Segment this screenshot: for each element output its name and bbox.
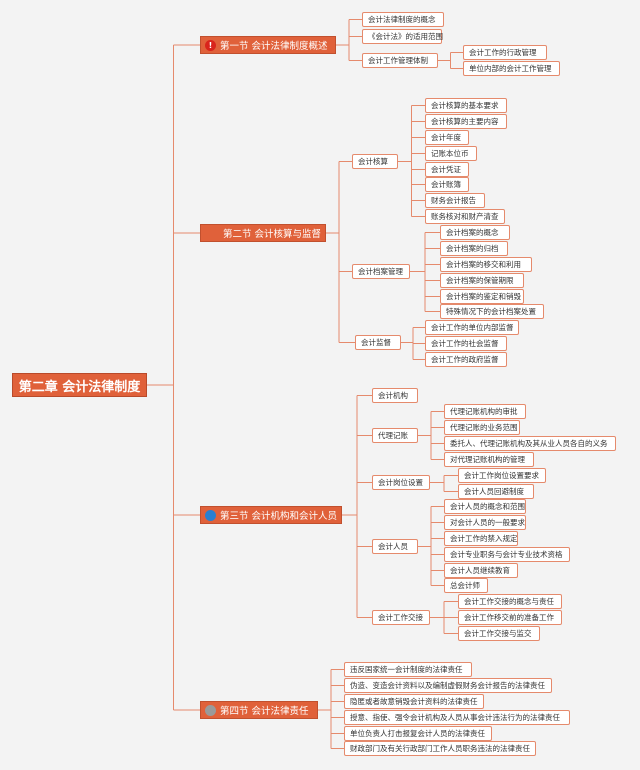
s3-g3-item-1[interactable]: 对会计人员的一般要求 [444,515,526,530]
s3-g2-item-1[interactable]: 会计人员回避制度 [458,484,534,499]
s2-g3-item-1[interactable]: 会计工作的社会监督 [425,336,507,351]
s4-item-1[interactable]: 伪造、变造会计资料以及编制虚假财务会计报告的法律责任 [344,678,552,693]
s2-g3-item-2[interactable]: 会计工作的政府监督 [425,352,507,367]
section3-title: 第三节 会计机构和会计人员 [220,511,338,522]
root-node[interactable]: 第二章 会计法律制度 [12,373,147,397]
s3-group-handover[interactable]: 会计工作交接 [372,610,430,625]
s4-item-2[interactable]: 隐匿或者故意销毁会计资料的法律责任 [344,694,484,709]
s3-group-agency[interactable]: 会计机构 [372,388,418,403]
s2-g2-item-1[interactable]: 会计档案的归档 [440,241,508,256]
s1-item-1[interactable]: 《会计法》的适用范围 [362,29,443,44]
s2-g1-item-1[interactable]: 会计核算的主要内容 [425,114,507,129]
connector-root-node [147,44,200,711]
s2-g2-item-5[interactable]: 特殊情况下的会计档案处置 [440,304,544,319]
s2-g1-item-4[interactable]: 会计凭证 [425,162,469,177]
s3-group-bookkeeping[interactable]: 代理记账 [372,428,418,443]
globe-icon [205,509,216,521]
s2-g1-item-0[interactable]: 会计核算的基本要求 [425,98,507,113]
exclamation-icon: ! [205,39,216,51]
s2-g1-item-2[interactable]: 会计年度 [425,130,469,145]
section2-node[interactable]: 第二节 会计核算与监督 [200,224,326,242]
section1-node[interactable]: ! 第一节 会计法律制度概述 [200,36,336,54]
s3-g3-item-0[interactable]: 会计人员的概念和范围 [444,499,526,514]
section4-node[interactable]: 第四节 会计法律责任 [200,701,318,719]
connector-s2-group-archives [410,232,440,312]
s2-g2-item-4[interactable]: 会计档案的鉴定和销毁 [440,289,524,304]
s2-g3-item-0[interactable]: 会计工作的单位内部监督 [425,320,519,335]
s2-group-accounting[interactable]: 会计核算 [352,154,398,169]
s3-g2-item-0[interactable]: 会计工作岗位设置要求 [458,468,546,483]
s2-group-supervision[interactable]: 会计监督 [355,335,401,350]
s3-g4-item-0[interactable]: 会计工作交接的概念与责任 [458,594,562,609]
s3-g1-item-2[interactable]: 委托人、代理记账机构及其从业人员各自的义务 [444,436,616,451]
s2-group-archives[interactable]: 会计档案管理 [352,264,410,279]
root-label: 第二章 会计法律制度 [18,379,141,395]
s2-g1-item-6[interactable]: 财务会计报告 [425,193,485,208]
connector-s2-group-accounting [398,105,425,217]
s4-item-4[interactable]: 单位负责人打击报复会计人员的法律责任 [344,726,492,741]
s2-g1-item-3[interactable]: 记账本位币 [425,146,477,161]
s2-g1-item-7[interactable]: 账务核对和财产清查 [425,209,505,224]
s2-g1-item-5[interactable]: 会计账簿 [425,177,469,192]
s3-g3-item-4[interactable]: 会计人员继续教育 [444,563,518,578]
connector-s3-group-positions [430,475,458,492]
s1-item-2[interactable]: 会计工作管理体制 [362,53,438,68]
connector-s3-group-bookkeeping [418,411,444,460]
s3-g4-item-2[interactable]: 会计工作交接与监交 [458,626,540,641]
connector-s3-group-handover [430,601,458,634]
s4-item-3[interactable]: 授意、指使、强令会计机构及人员从事会计违法行为的法律责任 [344,710,570,725]
section4-title: 第四节 会计法律责任 [220,706,309,717]
s3-g3-item-2[interactable]: 会计工作的禁入规定 [444,531,518,546]
section2-title: 第二节 会计核算与监督 [223,229,322,240]
s3-g1-item-0[interactable]: 代理记账机构的审批 [444,404,526,419]
s3-group-personnel[interactable]: 会计人员 [372,539,418,554]
s4-item-0[interactable]: 违反国家统一会计制度的法律责任 [344,662,472,677]
section1-title: 第一节 会计法律制度概述 [220,41,328,52]
s4-item-5[interactable]: 财政部门及有关行政部门工作人员职务违法的法律责任 [344,741,536,756]
circle-icon [205,704,216,716]
connector-section1-node [336,19,362,61]
s1-sub-1[interactable]: 单位内部的会计工作管理 [463,61,560,76]
connector-s1-item-2 [438,52,463,69]
s3-group-positions[interactable]: 会计岗位设置 [372,475,430,490]
s3-g3-item-5[interactable]: 总会计师 [444,578,488,593]
s2-g2-item-2[interactable]: 会计档案的移交和利用 [440,257,532,272]
s2-g2-item-0[interactable]: 会计档案的概念 [440,225,510,240]
connector-section2-node [326,161,355,343]
connector-section4-node [318,669,344,749]
connector-s2-group-supervision [401,327,425,360]
section3-node[interactable]: 第三节 会计机构和会计人员 [200,506,342,524]
s1-item-0[interactable]: 会计法律制度的概念 [362,12,444,27]
s3-g3-item-3[interactable]: 会计专业职务与会计专业技术资格 [444,547,570,562]
s3-g1-item-1[interactable]: 代理记账的业务范围 [444,420,520,435]
s2-g2-item-3[interactable]: 会计档案的保管期限 [440,273,524,288]
s1-sub-0[interactable]: 会计工作的行政管理 [463,45,547,60]
s3-g4-item-1[interactable]: 会计工作移交前的准备工作 [458,610,562,625]
connector-section3-node [342,395,372,618]
connector-s3-group-personnel [418,506,444,586]
s3-g1-item-3[interactable]: 对代理记账机构的管理 [444,452,534,467]
